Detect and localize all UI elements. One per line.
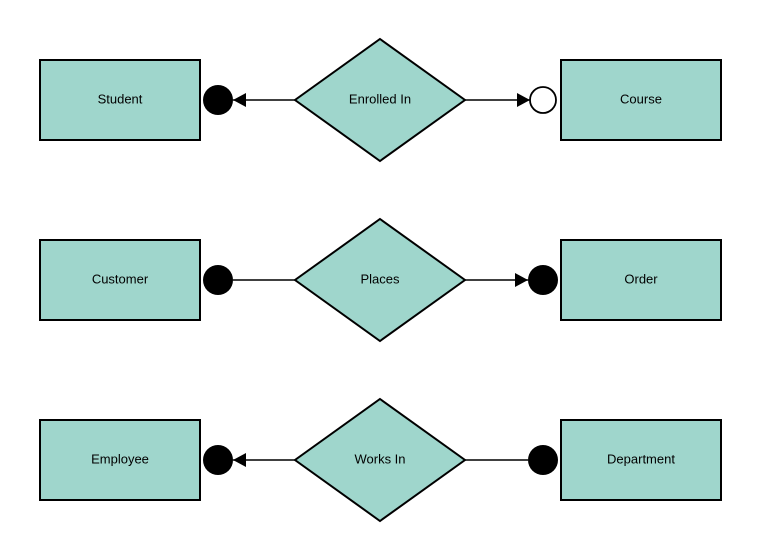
cardinality-dot-left-places[interactable] — [203, 265, 233, 295]
entity-box-order[interactable] — [560, 239, 722, 321]
cardinality-dot-left-works-in[interactable] — [203, 445, 233, 475]
arrowhead-right-places — [515, 273, 528, 287]
relationship-diamond-enrolled-in[interactable] — [293, 37, 467, 163]
relationship-works-in[interactable]: Works In — [293, 397, 467, 523]
entity-box-employee[interactable] — [39, 419, 201, 501]
relationship-group-works-in: Employee Department Works In — [39, 397, 722, 523]
arrowhead-left-works-in — [233, 453, 246, 467]
cardinality-dot-right-places[interactable] — [528, 265, 558, 295]
arrowhead-right-enrolled-in — [517, 93, 530, 107]
relationship-enrolled-in[interactable]: Enrolled In — [293, 37, 467, 163]
entity-student[interactable]: Student — [39, 59, 201, 141]
entity-box-student[interactable] — [39, 59, 201, 141]
cardinality-dot-left-enrolled-in[interactable] — [203, 85, 233, 115]
arrowhead-left-enrolled-in — [233, 93, 246, 107]
cardinality-dot-right-works-in[interactable] — [528, 445, 558, 475]
entity-box-course[interactable] — [560, 59, 722, 141]
relationship-group-places: Customer Order Places — [39, 217, 722, 343]
relationship-diamond-works-in[interactable] — [293, 397, 467, 523]
entity-box-customer[interactable] — [39, 239, 201, 321]
entity-course[interactable]: Course — [560, 59, 722, 141]
entity-customer[interactable]: Customer — [39, 239, 201, 321]
entity-employee[interactable]: Employee — [39, 419, 201, 501]
cardinality-dot-right-enrolled-in[interactable] — [529, 86, 557, 114]
entity-order[interactable]: Order — [560, 239, 722, 321]
relationship-group-enrolled-in: Student Course Enrolled In — [39, 37, 722, 163]
relationship-diamond-places[interactable] — [293, 217, 467, 343]
entity-department[interactable]: Department — [560, 419, 722, 501]
entity-box-department[interactable] — [560, 419, 722, 501]
relationship-places[interactable]: Places — [293, 217, 467, 343]
